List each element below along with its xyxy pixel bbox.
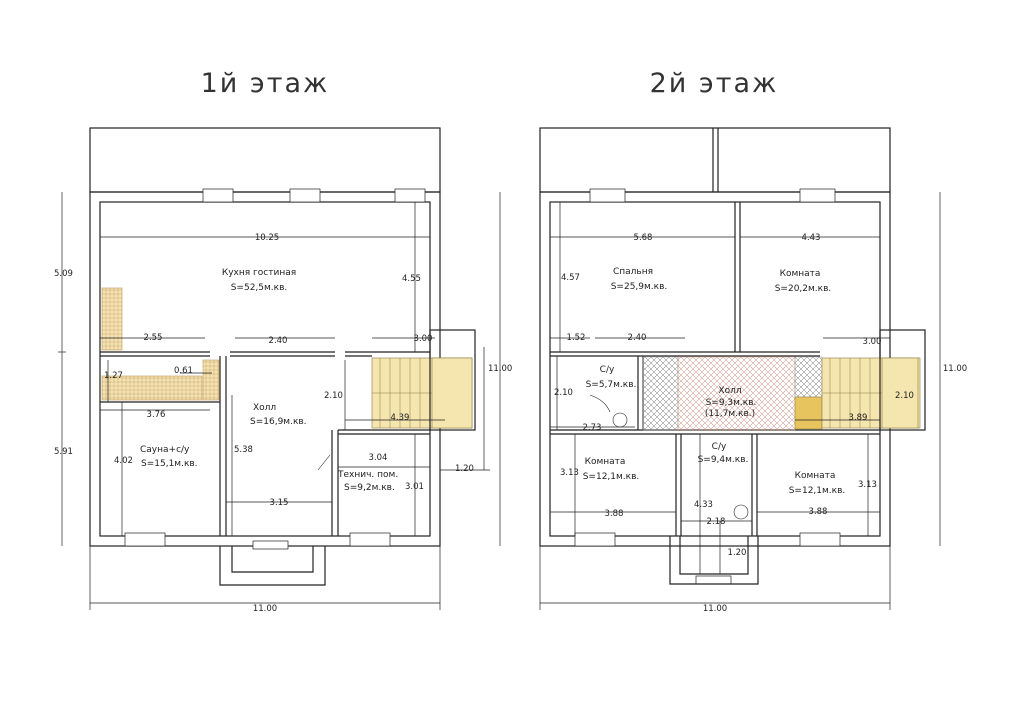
room-area: S=25,9м.кв. [611, 282, 668, 292]
room-name: Комната [795, 471, 836, 481]
dimension-label: 3.04 [369, 453, 388, 463]
dimension-label: 1.27 [104, 371, 123, 381]
hall-hatch [642, 356, 679, 431]
dimension-label: 5.91 [54, 447, 73, 457]
dimension-label: 3.13 [560, 468, 579, 478]
toilet-fixture [733, 504, 749, 520]
room-area: S=15,1м.кв. [141, 459, 198, 469]
sink-fixture [612, 412, 628, 428]
dimension-label: 4.55 [402, 274, 421, 284]
dimension-label: 11.00 [488, 364, 512, 374]
dimension-label: 1.20 [728, 548, 747, 558]
kitchen-counter [101, 287, 123, 351]
dimension-label: 4.39 [391, 413, 410, 423]
dimension-label: 2.55 [144, 333, 163, 343]
room-area: S=9,4м.кв. [698, 455, 749, 465]
dimension-label: 3.15 [270, 498, 289, 508]
dimension-label: 3.00 [414, 334, 433, 344]
room-name: Кухня гостиная [222, 268, 296, 278]
room-name: Холл [718, 386, 741, 396]
terrace [89, 127, 441, 193]
room-area: S=52,5м.кв. [231, 283, 288, 293]
porch [219, 546, 326, 586]
dimension-label: 1.20 [455, 464, 474, 474]
dimension-label: 3.88 [809, 507, 828, 517]
dimension-label: 2.73 [583, 423, 602, 433]
dimension-label: 2.40 [269, 336, 288, 346]
windows [124, 188, 426, 547]
dimension-label: 11.00 [253, 604, 277, 614]
dimension-label: 3.89 [849, 413, 868, 423]
floor-1-title: 1й этаж [201, 68, 330, 99]
dimension-label: 2.18 [707, 517, 726, 527]
floor-1-dimensions [58, 192, 501, 610]
dimension-label: 2.40 [628, 333, 647, 343]
room-name: Сауна+с/у [140, 445, 190, 455]
partition-hall-left [219, 356, 227, 536]
room-name: Холл [253, 403, 276, 413]
room-area: S=12,1м.кв. [583, 472, 640, 482]
floor-2-plan: 2й этаж [539, 68, 967, 614]
partition-tech [331, 429, 430, 536]
dimension-label: 2.10 [895, 391, 914, 401]
sauna-bench [101, 375, 203, 401]
dimension-label: 10.25 [255, 233, 279, 243]
room-area: S=16,9м.кв. [250, 417, 307, 427]
room-area: S=20,2м.кв. [775, 284, 832, 294]
hall-hatch [677, 356, 796, 431]
dimension-label: 5.68 [634, 233, 653, 243]
dimension-label: 3.76 [147, 410, 166, 420]
room-name: С/у [712, 442, 727, 452]
room-name: Комната [780, 269, 821, 279]
room-area: S=9,3м.кв. [706, 398, 757, 408]
dimension-label: 3.13 [858, 480, 877, 490]
balcony [539, 127, 891, 193]
room-name: Спальня [613, 267, 653, 277]
dimension-label: 11.00 [703, 604, 727, 614]
room-name: Комната [585, 457, 626, 467]
dimension-label: 2.10 [324, 391, 343, 401]
room-name: Технич. пом. [337, 470, 398, 480]
dimension-label: 4.43 [802, 233, 821, 243]
dimension-label: 4.33 [694, 500, 713, 510]
room-area: S=9,2м.кв. [344, 483, 395, 493]
room-name: С/у [600, 365, 615, 375]
floor-2-dimensions [539, 192, 941, 610]
room-area: S=12,1м.кв. [789, 486, 846, 496]
dimension-label: 3.00 [863, 337, 882, 347]
bathroom-bay [669, 536, 759, 585]
floor-1-plan: 1й этаж [54, 68, 512, 614]
dimension-label: 1.52 [567, 333, 586, 343]
room-area-extra: (11,7м.кв.) [705, 409, 755, 419]
room-area: S=5,7м.кв. [586, 380, 637, 390]
dimension-label: 5.09 [54, 269, 73, 279]
dimension-label: 3.01 [405, 482, 424, 492]
partition-top [734, 202, 741, 352]
dimension-label: 11.00 [943, 364, 967, 374]
dimension-label: 0.61 [174, 366, 193, 376]
entry-door [252, 540, 289, 550]
dimension-label: 2.10 [554, 388, 573, 398]
floor-2-title: 2й этаж [650, 68, 779, 99]
dimension-label: 3.88 [605, 509, 624, 519]
dimension-label: 4.02 [114, 456, 133, 466]
dimension-label: 4.57 [561, 273, 580, 283]
windows [574, 188, 841, 585]
dimension-label: 5.38 [234, 445, 253, 455]
